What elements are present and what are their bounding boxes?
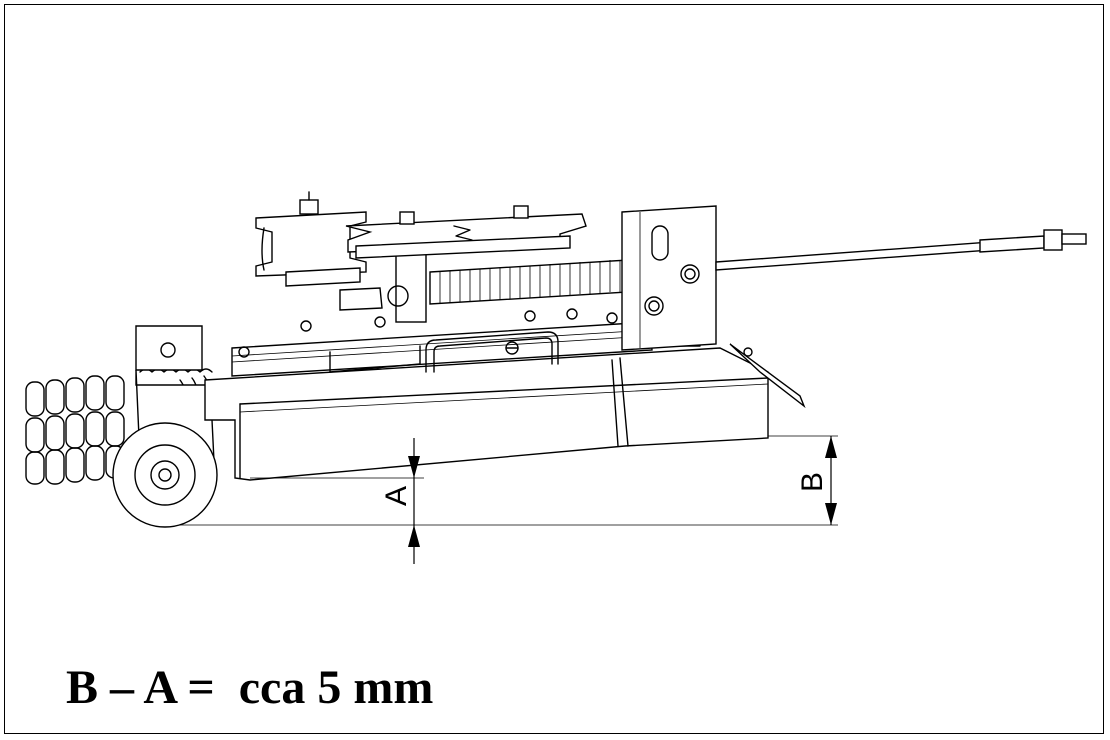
dimension-a: A xyxy=(250,438,424,564)
dimension-b: B xyxy=(768,435,838,525)
formula-caption: B – A = cca 5 mm xyxy=(66,661,434,714)
dimension-a-label: A xyxy=(380,486,413,506)
deck-housing xyxy=(204,343,806,481)
pulley-right xyxy=(339,205,587,323)
tension-spring xyxy=(429,259,641,305)
chain-icon xyxy=(25,368,213,485)
wheel xyxy=(112,422,218,528)
rear-bracket xyxy=(621,205,717,351)
pulley-left xyxy=(255,191,367,287)
dimension-b-label: B xyxy=(796,472,829,492)
handle-rod xyxy=(715,229,1087,271)
drawing-frame xyxy=(4,4,1104,734)
top-plate xyxy=(231,308,701,377)
